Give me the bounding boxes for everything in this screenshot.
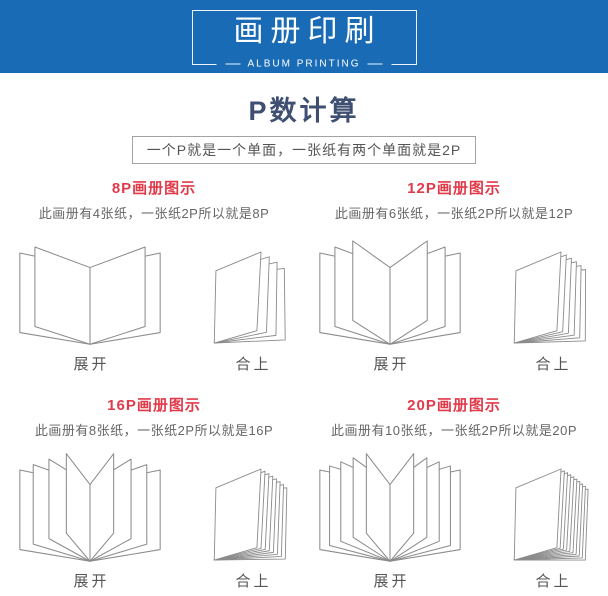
book-diagrams-row: 展开 合上 (8, 449, 300, 591)
closed-book-diagram (211, 247, 293, 348)
header-banner: 画册印刷 ALBUM PRINTING (0, 0, 608, 73)
section-title: 8P画册图示 (111, 180, 197, 197)
section-description: 此画册有8张纸，一张纸2P所以就是16P (34, 423, 274, 438)
open-book-figure: 展开 (315, 449, 465, 591)
closed-book-label: 合上 (235, 356, 272, 373)
calc-note: 一个P就是一个单面，一张纸有两个单面就是2P (131, 136, 477, 164)
section-description: 此画册有6张纸，一张纸2P所以就是12P (334, 206, 574, 221)
closed-book-diagram (511, 464, 593, 565)
open-book-figure: 展开 (315, 232, 465, 374)
open-book-diagram (315, 232, 465, 348)
dash-line-right (367, 63, 383, 65)
section-20p: 20P画册图示 此画册有10张纸，一张纸2P所以就是20P 展开 合上 (308, 394, 600, 591)
section-title: 16P画册图示 (107, 397, 201, 414)
closed-book-figure: 合上 (211, 247, 293, 374)
closed-book-figure: 合上 (511, 247, 593, 374)
section-description: 此画册有10张纸，一张纸2P所以就是20P (331, 423, 577, 438)
open-book-diagram (15, 449, 165, 565)
section-title: 12P画册图示 (407, 180, 501, 197)
section-8p: 8P画册图示 此画册有4张纸，一张纸2P所以就是8P 展开 合上 (8, 177, 300, 374)
section-description: 此画册有4张纸，一张纸2P所以就是8P (38, 206, 270, 221)
calc-header: P数计算 一个P就是一个单面，一张纸有两个单面就是2P (0, 89, 608, 164)
open-book-label: 展开 (73, 356, 110, 373)
open-book-label: 展开 (73, 573, 110, 590)
section-12p: 12P画册图示 此画册有6张纸，一张纸2P所以就是12P 展开 合上 (308, 177, 600, 374)
open-book-label: 展开 (373, 573, 410, 590)
closed-book-diagram (211, 464, 293, 565)
book-diagrams-row: 展开 合上 (308, 449, 600, 591)
closed-book-label: 合上 (535, 356, 572, 373)
page-subtitle: ALBUM PRINTING (247, 58, 361, 70)
open-book-diagram (15, 232, 165, 348)
page-title: 画册印刷 (233, 14, 382, 48)
closed-book-label: 合上 (535, 573, 572, 590)
open-book-figure: 展开 (15, 449, 165, 591)
banner-title-box: 画册印刷 ALBUM PRINTING (191, 9, 417, 70)
open-book-figure: 展开 (15, 232, 165, 374)
calc-title: P数计算 (248, 96, 360, 126)
closed-book-figure: 合上 (511, 464, 593, 591)
open-book-label: 展开 (373, 356, 410, 373)
open-book-diagram (315, 449, 465, 565)
album-examples-grid: 8P画册图示 此画册有4张纸，一张纸2P所以就是8P 展开 合上 12P画册图示… (0, 177, 608, 591)
section-16p: 16P画册图示 此画册有8张纸，一张纸2P所以就是16P 展开 合上 (8, 394, 300, 591)
banner-subtitle-row: ALBUM PRINTING (216, 58, 392, 70)
section-title: 20P画册图示 (407, 397, 501, 414)
closed-book-figure: 合上 (211, 464, 293, 591)
closed-book-diagram (511, 247, 593, 348)
book-diagrams-row: 展开 合上 (308, 232, 600, 374)
dash-line-left (225, 63, 241, 65)
closed-book-label: 合上 (235, 573, 272, 590)
book-diagrams-row: 展开 合上 (8, 232, 300, 374)
